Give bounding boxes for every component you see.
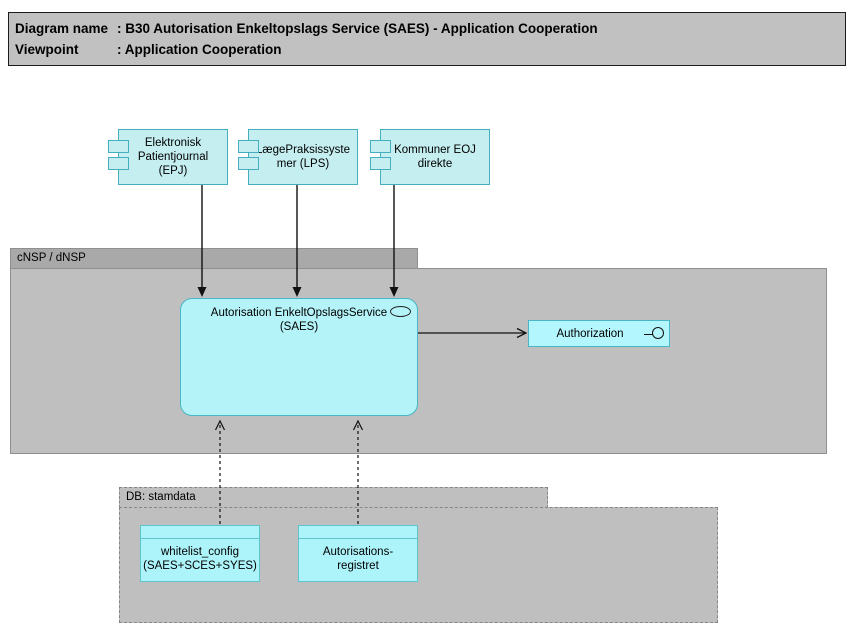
interface-authorization: Authorization	[528, 320, 670, 347]
group-cnsp-dnsp-tab: cNSP / dNSP	[10, 248, 418, 269]
group-db-stamdata-tab: DB: stamdata	[119, 487, 548, 508]
uml-component-icon	[238, 140, 259, 153]
application-service-icon	[390, 306, 411, 317]
uml-component-icon	[108, 140, 129, 153]
datastore-autorisationsregistret: Autorisations- registret	[298, 525, 418, 582]
group-cnsp-dnsp-body	[10, 268, 827, 454]
group-db-stamdata-label: DB: stamdata	[126, 491, 196, 503]
uml-component-icon	[370, 157, 391, 170]
viewpoint-row: Viewpoint : Application Cooperation	[15, 39, 839, 60]
interface-lollipop-icon	[652, 327, 664, 339]
interface-lollipop-icon	[644, 333, 653, 335]
title-box: Diagram name : B30 Autorisation Enkeltop…	[8, 12, 846, 66]
uml-component-icon	[370, 140, 391, 153]
diagram-name-label: Diagram name	[15, 21, 109, 36]
datastore-header-compartment	[141, 526, 259, 539]
component-epj-label: Elektronisk Patientjournal (EPJ)	[137, 137, 209, 177]
diagram-name-value: : B30 Autorisation Enkeltopslags Service…	[117, 21, 598, 36]
component-kommuner-label: Kommuner EOJ direkte	[394, 144, 476, 170]
diagram-name-row: Diagram name : B30 Autorisation Enkeltop…	[15, 18, 839, 39]
datastore-whitelist-config-label: whitelist_config (SAES+SCES+SYES)	[143, 546, 257, 572]
component-lps: LægePraksissyste mer (LPS)	[238, 129, 358, 185]
datastore-header-compartment	[299, 526, 417, 539]
service-saes-label: Autorisation EnkeltOpslagsService (SAES)	[210, 307, 388, 333]
datastore-whitelist-config: whitelist_config (SAES+SCES+SYES)	[140, 525, 260, 582]
interface-authorization-label: Authorization	[556, 327, 624, 340]
group-cnsp-dnsp-label: cNSP / dNSP	[17, 252, 86, 264]
component-lps-label: LægePraksissyste mer (LPS)	[256, 144, 350, 170]
uml-component-icon	[108, 157, 129, 170]
datastore-autorisationsregistret-label: Autorisations- registret	[322, 546, 394, 572]
viewpoint-value: : Application Cooperation	[117, 42, 282, 57]
component-kommuner: Kommuner EOJ direkte	[370, 129, 490, 185]
viewpoint-label: Viewpoint	[15, 42, 79, 57]
service-saes: Autorisation EnkeltOpslagsService (SAES)	[180, 298, 418, 416]
uml-component-icon	[238, 157, 259, 170]
component-epj: Elektronisk Patientjournal (EPJ)	[108, 129, 228, 185]
